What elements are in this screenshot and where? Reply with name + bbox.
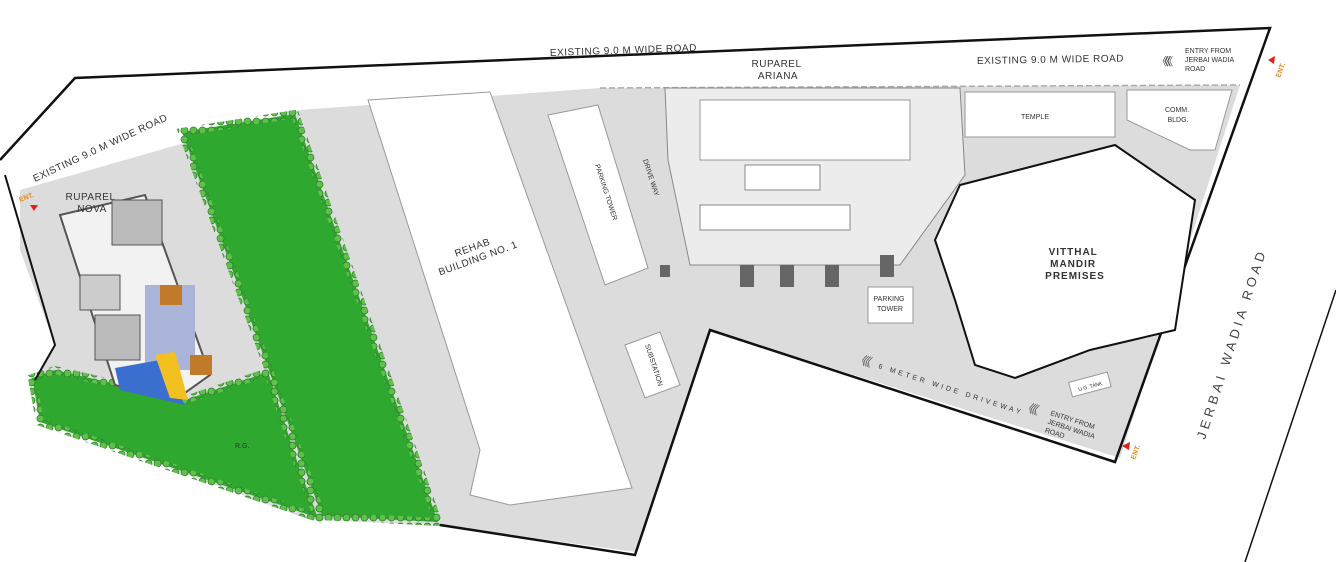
svg-text:ENTRY FROM JERBAI WADIA: ENTRY FROM JERBAI WADIA ROAD	[1185, 48, 1236, 73]
top-entry-1: ENTRY FROM	[1185, 48, 1231, 55]
vitthal-mandir-premises	[933, 143, 1197, 380]
comm-label-2: BLDG.	[1167, 117, 1188, 124]
entry-arrow-bottom-right	[1122, 442, 1130, 450]
site-boundary	[0, 26, 1272, 557]
entry-arrow-icon-top: 《《《	[1157, 55, 1173, 68]
ruparel-nova	[58, 193, 212, 405]
svg-text:RUPAREL ARIANA: RUPAREL ARIANA	[752, 59, 805, 82]
top-entry-3: ROAD	[1185, 66, 1205, 73]
left-boundary	[4, 174, 57, 381]
nova-label-1: RUPAREL	[66, 192, 116, 203]
substation	[624, 331, 681, 399]
rehab-building	[367, 91, 633, 506]
temple-label: TEMPLE	[1021, 114, 1049, 121]
parking-tower-2-label-1: PARKING	[874, 296, 905, 303]
ent-label-top-right: ENT.	[1275, 62, 1287, 79]
entry-arrow-top-right	[1268, 56, 1275, 64]
comm-building	[1126, 89, 1233, 151]
svg-text:COMM. BLDG.: COMM. BLDG.	[1165, 107, 1191, 124]
vitthal-label-3: PREMISES	[1045, 271, 1105, 282]
road-label-top-left: EXISTING 9.0 M WIDE ROAD	[550, 43, 697, 59]
comm-label-1: COMM.	[1165, 107, 1189, 114]
svg-text:PARKING TOWER: PARKING TOWER	[874, 296, 907, 313]
ariana-label-1: RUPAREL	[752, 59, 802, 70]
ent-label-left: ENT.	[18, 192, 35, 204]
road-label-top-right: EXISTING 9.0 M WIDE ROAD	[977, 53, 1124, 67]
road-label-jerbai: JERBAI WADIA ROAD	[1194, 246, 1270, 441]
ariana-label-2: ARIANA	[758, 71, 798, 82]
temple	[964, 91, 1116, 138]
jerbai-road-edge	[1244, 289, 1336, 562]
vitthal-label-2: MANDIR	[1050, 259, 1096, 270]
parking-tower-2	[867, 286, 914, 324]
top-entry-2: JERBAI WADIA	[1185, 57, 1234, 64]
green-rg	[27, 365, 325, 525]
ug-tank	[1067, 371, 1112, 398]
rg-label: R.G.	[235, 443, 249, 450]
svg-text:RUPAREL NOVA: RUPAREL NOVA	[66, 192, 119, 215]
entry-arrow-left	[30, 205, 38, 211]
ruparel-ariana	[660, 87, 966, 287]
parking-tower-2-label-2: TOWER	[877, 306, 903, 313]
svg-text:VITTHAL MANDIR PREMISE: VITTHAL MANDIR PREMISES	[1045, 247, 1105, 282]
nova-label-2: NOVA	[77, 204, 107, 215]
parking-tower-1	[547, 104, 649, 286]
road-edge	[599, 84, 1241, 89]
ent-label-bottom-right: ENT.	[1130, 444, 1142, 461]
vitthal-label-1: VITTHAL	[1049, 247, 1098, 258]
